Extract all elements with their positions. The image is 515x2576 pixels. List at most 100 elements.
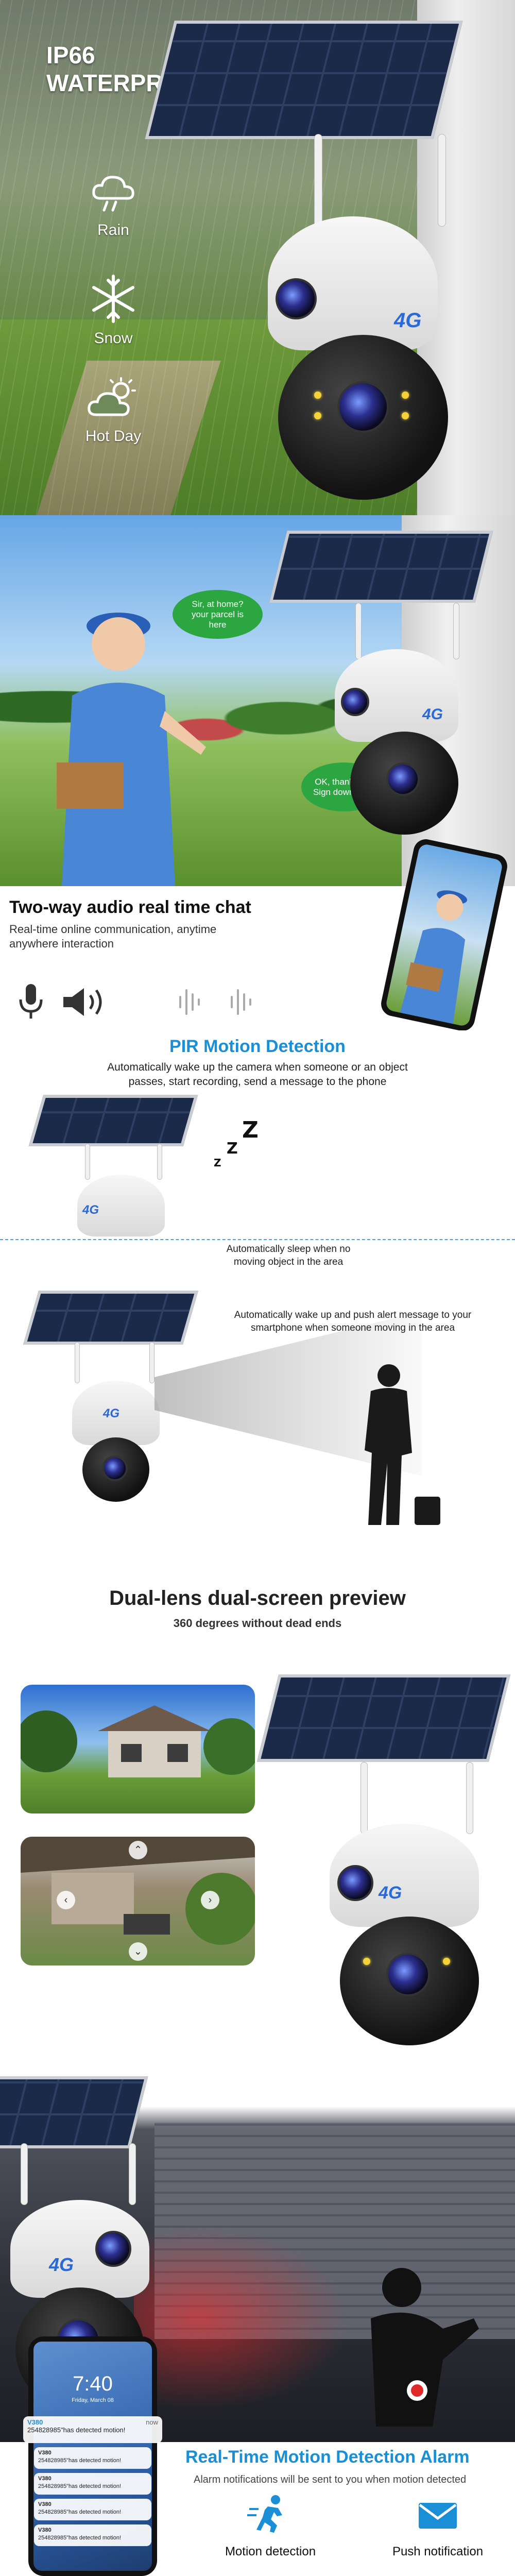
notification-text: 254828985"has detected motion! [38,2535,122,2541]
audio-title: Two-way audio real time chat [9,897,251,917]
wake-note: Automatically wake up and push alert mes… [193,1309,512,1334]
upper-lens [95,2231,131,2267]
main-lens [386,1953,430,1996]
feature-label-push: Push notification [392,2545,484,2558]
sound-wave-icon [179,989,251,1015]
antenna-right [157,1144,162,1180]
pir-description: Automatically wake up the camera when so… [57,1060,458,1089]
notification-item[interactable]: V380 254828985"has detected motion! [34,2447,151,2469]
notification-item[interactable]: V380 254828985"has detected motion! [34,2499,151,2520]
sleep-note-line2: moving object in the area [233,1257,344,1267]
pir-desc-line2: passes, start recording, send a message … [128,1076,387,1088]
upper-lens [337,1865,373,1901]
main-lens [102,1455,128,1481]
motion-alarm-section: 4G 7:40 Friday, March 08 V380 now 254828… [0,2061,515,2576]
person-silhouette [365,1364,440,1525]
alarm-title: Real-Time Motion Detection Alarm [185,2447,470,2467]
sleep-note-line1: Automatically sleep when no [226,1244,351,1255]
led-light [402,412,409,419]
led-light [314,412,321,419]
section-divider [0,1239,515,1240]
notification-item[interactable]: V380 254828985"has detected motion! [34,2473,151,2495]
antenna-left [360,1762,368,1834]
dual-lens-section: Dual-lens dual-screen preview 360 degree… [0,1546,515,2061]
led-light [314,392,321,399]
weather-hot-day: Hot Day [77,376,149,445]
notification-app: V380 [38,2476,52,2482]
camera-upper-body [72,1381,160,1445]
upper-lens [341,688,369,716]
weather-snow: Snow [77,273,149,347]
audio-subtitle: Real-time online communication, anytime … [9,922,216,951]
two-way-audio-section: Sir, at home? your parcel is here OK, th… [0,515,515,1030]
led-light [363,1958,370,1965]
pan-down-button[interactable]: ⌄ [129,1942,147,1961]
weather-label-snow: Snow [94,330,133,347]
solar-panel [0,2076,148,2148]
audio-subtitle-line2: anywhere interaction [9,937,114,950]
solar-panel [28,1095,198,1146]
weather-rain: Rain [77,170,149,239]
solar-panel [145,21,463,139]
antenna-left [85,1144,90,1180]
alarm-subtitle: Alarm notifications will be sent to you … [194,2474,467,2485]
intruder-silhouette [371,2268,479,2427]
main-lens [337,381,389,433]
upper-lens [276,278,317,319]
notification-text: 254828985"has detected motion! [38,2483,122,2489]
notification-time: now [146,2418,158,2426]
envelope-icon [419,2503,457,2529]
preview-house-front [21,1685,255,1814]
notification-primary[interactable]: V380 now 254828985"has detected motion! [23,2416,162,2443]
antenna-right [129,2143,136,2205]
pir-desc-line1: Automatically wake up the camera when so… [107,1061,408,1073]
solar-panel [23,1291,199,1345]
dual-lens-title: Dual-lens dual-screen preview [109,1587,406,1609]
camera-upper-body [77,1175,165,1236]
speech-bubble-courier: Sir, at home? your parcel is here [173,590,263,639]
pan-right-button[interactable]: › [201,1891,219,1909]
antenna-left [314,134,322,227]
pan-up-button[interactable]: ⌃ [129,1841,147,1859]
led-light [443,1958,450,1965]
4g-badge: 4G [49,2254,74,2275]
feature-push-notification: Push notification [363,2494,512,2559]
feature-motion-detection: Motion detection [206,2494,335,2559]
rain-cloud-icon [92,176,134,212]
lock-screen-time: 7:40 [73,2372,113,2395]
sleep-z-small: Z [214,1157,221,1169]
antenna-right [149,1342,154,1383]
4g-badge: 4G [379,1883,402,1903]
notification-app: V380 [38,2527,52,2533]
house-front-illustration [21,1705,255,1777]
courier-message: Sir, at home? your parcel is here [191,599,244,630]
weather-label-rain: Rain [97,222,129,239]
microphone-icon [19,984,43,1019]
notification-app: V380 [27,2418,43,2426]
notification-item[interactable]: V380 254828985"has detected motion! [34,2524,151,2546]
antenna-left [355,603,362,659]
main-lens [386,762,420,796]
delivery-person-illustration [57,613,206,886]
notification-app: V380 [38,2450,52,2456]
sleep-z-medium: Z [227,1140,238,1158]
4g-badge: 4G [82,1203,99,1217]
antenna-right [466,1762,473,1834]
preview-backyard: ⌃ ‹ › ⌄ [21,1837,255,1965]
notification-app: V380 [38,2501,52,2507]
courier-on-screen [400,890,468,1024]
pir-title: PIR Motion Detection [169,1037,346,1056]
solar-panel [269,531,493,603]
pan-left-button[interactable]: ‹ [57,1891,75,1909]
title-ip66: IP66 [46,42,95,69]
sleep-z-large: Z [242,1117,259,1143]
lock-screen-date: Friday, March 08 [72,2397,114,2403]
antenna-right [438,134,446,227]
running-person-icon [247,2495,282,2533]
phone-screen [385,843,504,1027]
audio-subtitle-line1: Real-time online communication, anytime [9,923,217,936]
sleep-note: Automatically sleep when no moving objec… [196,1243,381,1268]
4g-badge: 4G [422,706,443,723]
4g-badge: 4G [394,309,422,332]
led-light [402,392,409,399]
